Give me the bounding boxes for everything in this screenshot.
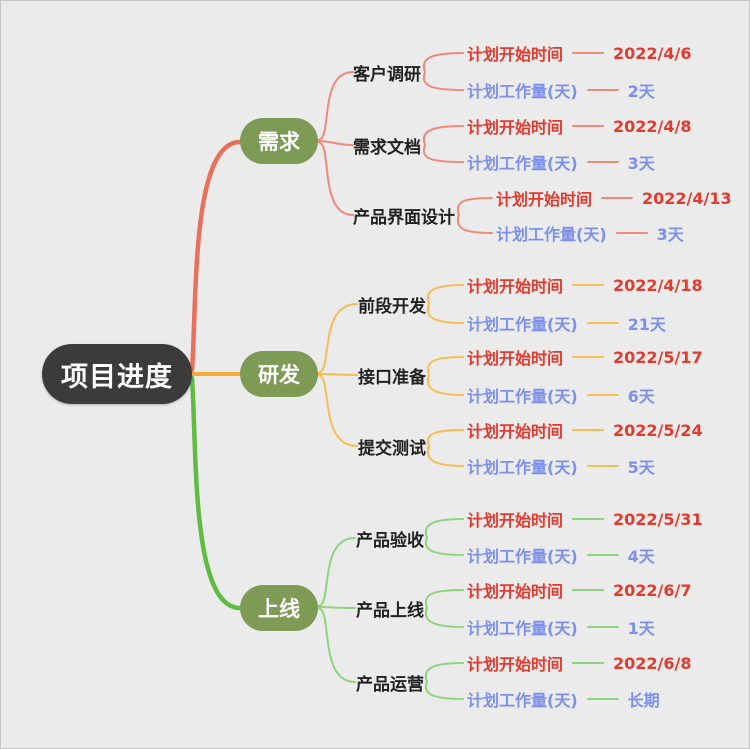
leaf-workload-row: 计划工作量(天) 3天 [496,221,684,245]
start-time-label[interactable]: 计划开始时间 [467,277,564,296]
value-connector [586,161,619,163]
value-connector [586,322,619,324]
start-time-label[interactable]: 计划开始时间 [467,349,564,368]
leaf-workload-row: 计划工作量(天) 5天 [467,454,655,478]
start-time-label[interactable]: 计划开始时间 [467,655,564,674]
start-time-value[interactable]: 2022/4/13 [642,188,732,208]
workload-value[interactable]: 21天 [627,315,666,334]
subtopic-frontend-dev[interactable]: 前段开发 [358,296,426,317]
workload-label[interactable]: 计划工作量(天) [467,82,578,101]
workload-value[interactable]: 长期 [627,691,660,710]
start-time-value[interactable]: 2022/4/8 [613,116,692,136]
subtopic-customer-research[interactable]: 客户调研 [353,64,421,85]
start-time-label[interactable]: 计划开始时间 [467,45,564,64]
subtopic-api-prep[interactable]: 接口准备 [358,367,426,388]
value-connector [572,52,605,54]
subtopic-product-launch[interactable]: 产品上线 [356,600,424,621]
subtopic-product-acceptance[interactable]: 产品验收 [356,530,424,551]
start-time-value[interactable]: 2022/5/31 [613,509,703,529]
workload-label[interactable]: 计划工作量(天) [467,691,578,710]
leaf-start-time-row: 计划开始时间 2022/4/13 [496,186,732,210]
edge-root-to-requirements [189,139,243,373]
workload-label[interactable]: 计划工作量(天) [467,154,578,173]
subtopic-requirement-doc[interactable]: 需求文档 [353,137,421,158]
workload-label[interactable]: 计划工作量(天) [496,225,607,244]
leaf-workload-row: 计划工作量(天) 6天 [467,383,655,407]
workload-label[interactable]: 计划工作量(天) [467,387,578,406]
start-time-value[interactable]: 2022/5/24 [613,420,703,440]
leaf-workload-row: 计划工作量(天) 1天 [467,615,655,639]
value-connector [572,284,605,286]
edges-launch-branch [317,518,464,700]
edges-requirements-branch [317,52,493,234]
value-connector [601,197,634,199]
leaf-start-time-row: 计划开始时间 2022/4/6 [467,41,692,65]
value-connector [572,356,605,358]
leaf-start-time-row: 计划开始时间 2022/4/8 [467,114,692,138]
leaf-start-time-row: 计划开始时间 2022/6/8 [467,651,692,675]
leaf-start-time-row: 计划开始时间 2022/5/17 [467,345,703,369]
subtopic-product-operation[interactable]: 产品运营 [356,674,424,695]
value-connector [586,626,619,628]
leaf-workload-row: 计划工作量(天) 3天 [467,150,655,174]
workload-label[interactable]: 计划工作量(天) [467,619,578,638]
value-connector [572,125,605,127]
start-time-value[interactable]: 2022/6/7 [613,580,692,600]
leaf-workload-row: 计划工作量(天) 4天 [467,543,655,567]
start-time-label[interactable]: 计划开始时间 [496,190,593,209]
value-connector [572,662,605,664]
leaf-start-time-row: 计划开始时间 2022/4/18 [467,273,703,297]
workload-value[interactable]: 6天 [627,387,655,406]
value-connector [572,518,605,520]
workload-value[interactable]: 4天 [627,547,655,566]
leaf-start-time-row: 计划开始时间 2022/6/7 [467,578,692,602]
value-connector [586,698,619,700]
workload-label[interactable]: 计划工作量(天) [467,547,578,566]
workload-value[interactable]: 3天 [627,154,655,173]
leaf-workload-row: 计划工作量(天) 2天 [467,78,655,102]
edges-development-branch [317,284,464,467]
start-time-label[interactable]: 计划开始时间 [467,422,564,441]
value-connector [615,232,648,234]
value-connector [572,589,605,591]
root-topic[interactable]: 项目进度 [42,344,192,404]
leaf-workload-row: 计划工作量(天) 长期 [467,687,660,711]
start-time-value[interactable]: 2022/4/6 [613,43,692,63]
subtopic-submit-test[interactable]: 提交测试 [358,438,426,459]
branch-topic-development[interactable]: 研发 [240,351,318,397]
start-time-value[interactable]: 2022/6/8 [613,653,692,673]
workload-value[interactable]: 3天 [656,225,684,244]
value-connector [586,89,619,91]
value-connector [586,554,619,556]
start-time-value[interactable]: 2022/4/18 [613,275,703,295]
start-time-value[interactable]: 2022/5/17 [613,347,703,367]
workload-value[interactable]: 1天 [627,619,655,638]
workload-label[interactable]: 计划工作量(天) [467,315,578,334]
value-connector [572,429,605,431]
edge-root-to-launch [189,375,243,611]
leaf-start-time-row: 计划开始时间 2022/5/24 [467,418,703,442]
leaf-workload-row: 计划工作量(天) 21天 [467,311,666,335]
branch-topic-requirements[interactable]: 需求 [240,118,318,164]
subtopic-ui-design[interactable]: 产品界面设计 [353,207,455,228]
start-time-label[interactable]: 计划开始时间 [467,118,564,137]
workload-value[interactable]: 5天 [627,458,655,477]
value-connector [586,465,619,467]
start-time-label[interactable]: 计划开始时间 [467,511,564,530]
leaf-start-time-row: 计划开始时间 2022/5/31 [467,507,703,531]
branch-topic-launch[interactable]: 上线 [240,585,318,631]
start-time-label[interactable]: 计划开始时间 [467,582,564,601]
value-connector [586,394,619,396]
workload-value[interactable]: 2天 [627,82,655,101]
workload-label[interactable]: 计划工作量(天) [467,458,578,477]
